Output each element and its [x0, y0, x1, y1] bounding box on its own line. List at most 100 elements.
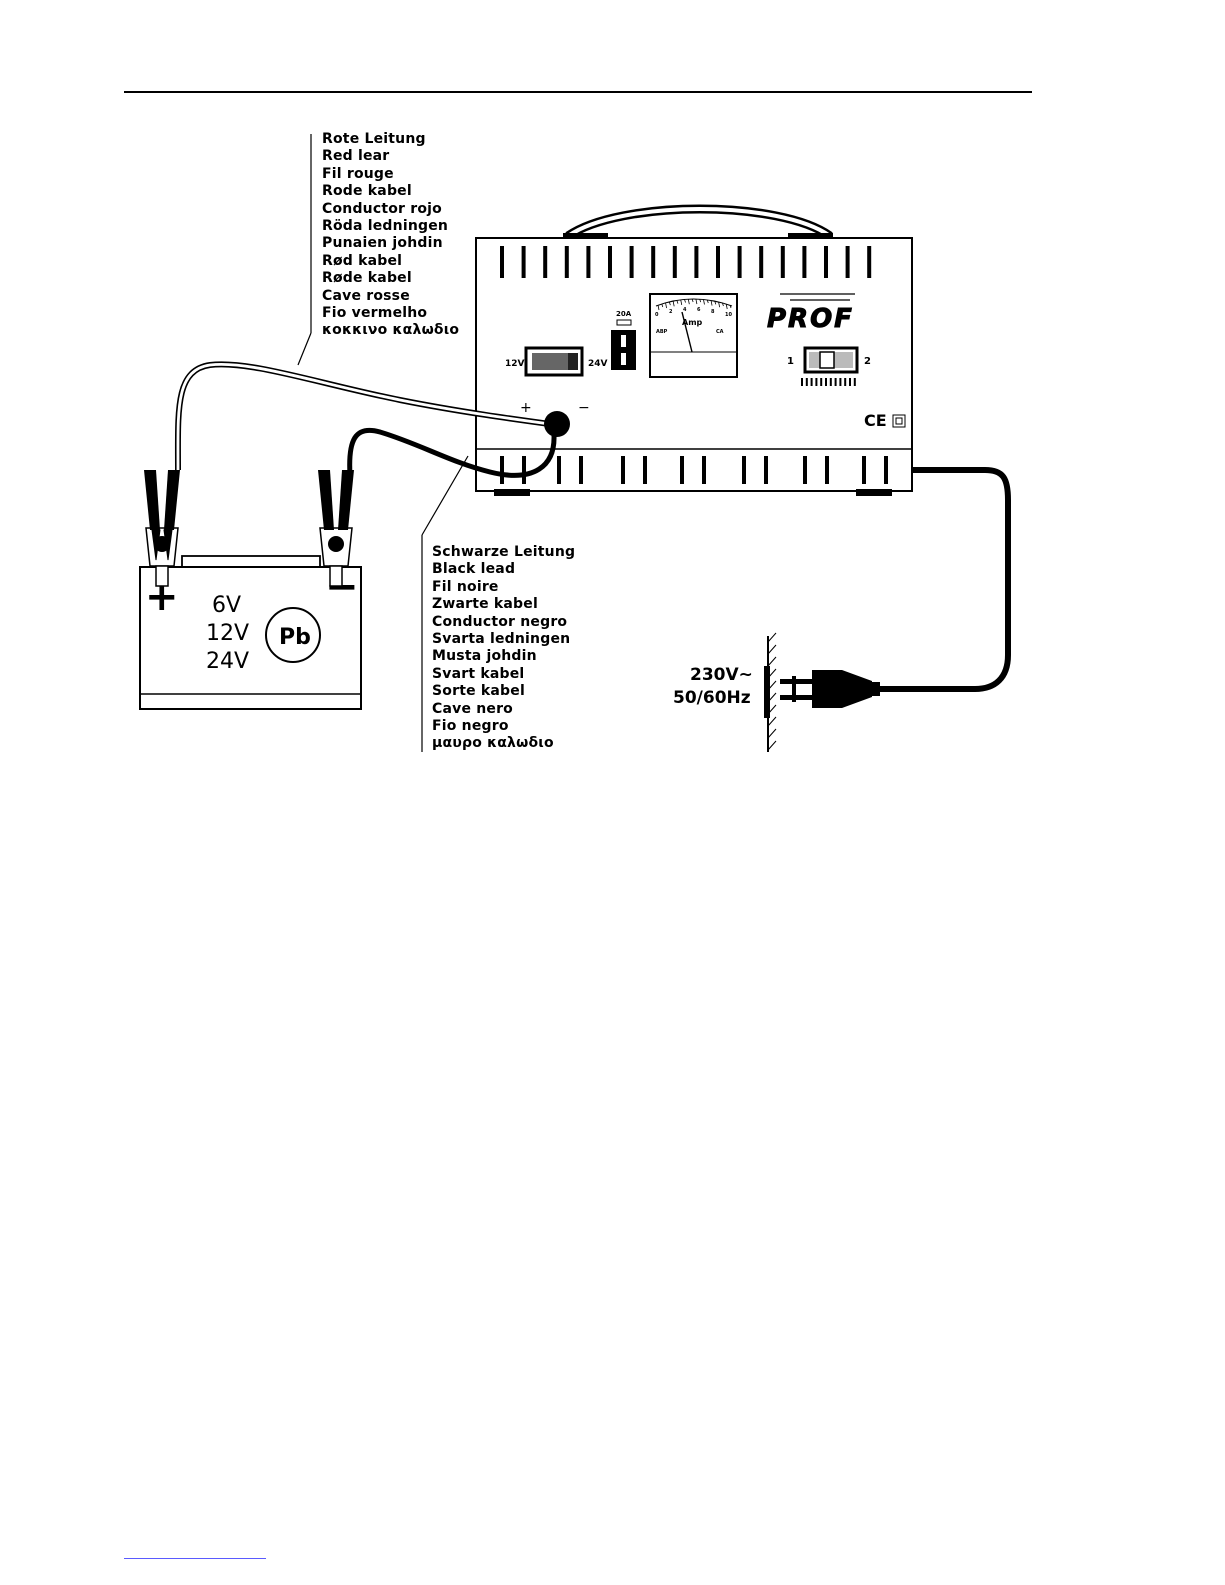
wall-hatch: [767, 632, 777, 751]
mains-plug-icon: [780, 670, 880, 708]
red-lead-label: Rød kabel: [322, 252, 403, 269]
vent-slot: [702, 456, 706, 484]
voltage-switch[interactable]: [524, 346, 584, 377]
vent-slot: [716, 246, 720, 278]
selector-scale-tick: [815, 378, 818, 386]
black-lead-label: Black lead: [432, 561, 516, 578]
ammeter-tick-label: 8: [711, 309, 715, 315]
selector-scale-tick: [810, 378, 813, 386]
vent-slot: [867, 246, 872, 278]
red-lead-label: Red lear: [322, 148, 390, 165]
vent-slot: [500, 456, 504, 484]
black-lead-label: Cave nero: [432, 700, 514, 717]
wall-hatch-line: [767, 740, 777, 751]
vent-slot: [780, 246, 785, 278]
battery: [139, 555, 362, 710]
ammeter-tick: [695, 298, 698, 305]
vent-slot: [564, 246, 569, 278]
selector-scale-tick: [820, 378, 823, 386]
black-lead-label: Fil noire: [432, 578, 499, 595]
black-lead-label: Svarta ledningen: [432, 630, 571, 647]
mains-frequency: 50/60Hz: [673, 688, 751, 708]
battery-voltage-12v: 12V: [206, 621, 249, 646]
ammeter-tick: [706, 299, 709, 304]
ammeter-tick: [665, 302, 667, 309]
ammeter-right-caption: CA: [716, 329, 724, 335]
vent-slot: [802, 246, 807, 278]
ammeter-tick: [729, 304, 732, 309]
vent-slots-top: [500, 246, 872, 278]
ammeter-tick: [668, 302, 671, 306]
vent-slot: [643, 456, 647, 484]
vent-slot: [586, 246, 591, 278]
vent-slot: [579, 456, 583, 484]
mains-cable: [870, 467, 1011, 692]
ammeter-tick-label: 10: [725, 312, 732, 318]
black-lead-labels: Schwarze Leitung Black lead Fil noire Zw…: [432, 544, 575, 753]
red-lead-label: Rode kabel: [322, 183, 412, 200]
black-lead-label: Svart kabel: [432, 665, 525, 682]
red-lead-label: Cave rosse: [322, 287, 410, 304]
selector-scale-tick: [849, 378, 851, 386]
red-clamp: [144, 470, 180, 587]
vent-slot: [621, 456, 625, 484]
fuse-icon: [616, 319, 632, 326]
vent-slot: [737, 246, 742, 278]
vent-slot: [825, 456, 829, 484]
black-lead-label: Sorte kabel: [432, 683, 525, 700]
selector-scale-tick: [825, 378, 827, 386]
ammeter-tick-label: 6: [697, 307, 701, 313]
vent-slot: [680, 456, 684, 484]
black-label-leader: [421, 455, 469, 536]
header-rule: [124, 91, 1032, 93]
vent-slot: [629, 246, 634, 278]
selector-scale-tick: [829, 378, 832, 386]
ammeter-tick: [680, 299, 683, 306]
brand-logo: PROF: [767, 304, 854, 334]
red-lead-label: Punaien johdin: [322, 235, 443, 252]
black-lead-label: Musta johdin: [432, 648, 537, 665]
footer-rule: [124, 1558, 266, 1559]
ammeter-tick: [687, 299, 690, 305]
selector-label-1: 1: [787, 356, 794, 367]
red-lead-label: Rote Leitung: [322, 131, 426, 147]
wall-socket: [764, 636, 770, 752]
lead-acid-label: Pb: [279, 625, 311, 650]
ammeter-tick: [691, 298, 694, 303]
terminal-minus-label: −: [578, 400, 590, 416]
black-lead-label: μαυρο καλωδιο: [432, 735, 554, 752]
vent-slot: [764, 456, 768, 484]
vent-slot: [759, 246, 764, 278]
charge-mode-switch[interactable]: [803, 346, 859, 374]
selector-scale-tick: [844, 378, 847, 386]
red-lead-cable: [174, 361, 558, 471]
brand-swoosh: [780, 293, 855, 301]
vent-slot: [824, 246, 828, 278]
ammeter-left-caption: ABP: [656, 329, 668, 335]
double-insulation-icon: [892, 414, 906, 428]
fuse-holder[interactable]: [611, 330, 636, 370]
ammeter-tick: [722, 302, 724, 307]
wall-hatch-line: [767, 692, 777, 703]
vent-slot: [742, 456, 746, 484]
wall-hatch-line: [767, 668, 777, 679]
selector-scale-tick: [834, 378, 837, 386]
selector-scale-tick: [853, 378, 856, 386]
ammeter-tick: [714, 301, 717, 305]
black-clamp: [318, 470, 354, 587]
battery-voltage-6v: 6V: [212, 593, 241, 618]
vent-slot: [672, 246, 677, 278]
ammeter: [649, 293, 738, 378]
ammeter-tick: [661, 303, 664, 308]
black-lead-label: Schwarze Leitung: [432, 544, 576, 560]
ammeter-tick: [657, 304, 660, 311]
selector-scale-tick: [801, 378, 803, 386]
vent-slot: [862, 456, 866, 484]
selector-scale-tick: [839, 378, 842, 386]
red-lead-label: Fio vermelho: [322, 304, 428, 321]
black-lead-label: Conductor negro: [432, 613, 568, 630]
ammeter-tick: [725, 303, 728, 310]
wall-hatch-line: [767, 644, 777, 655]
